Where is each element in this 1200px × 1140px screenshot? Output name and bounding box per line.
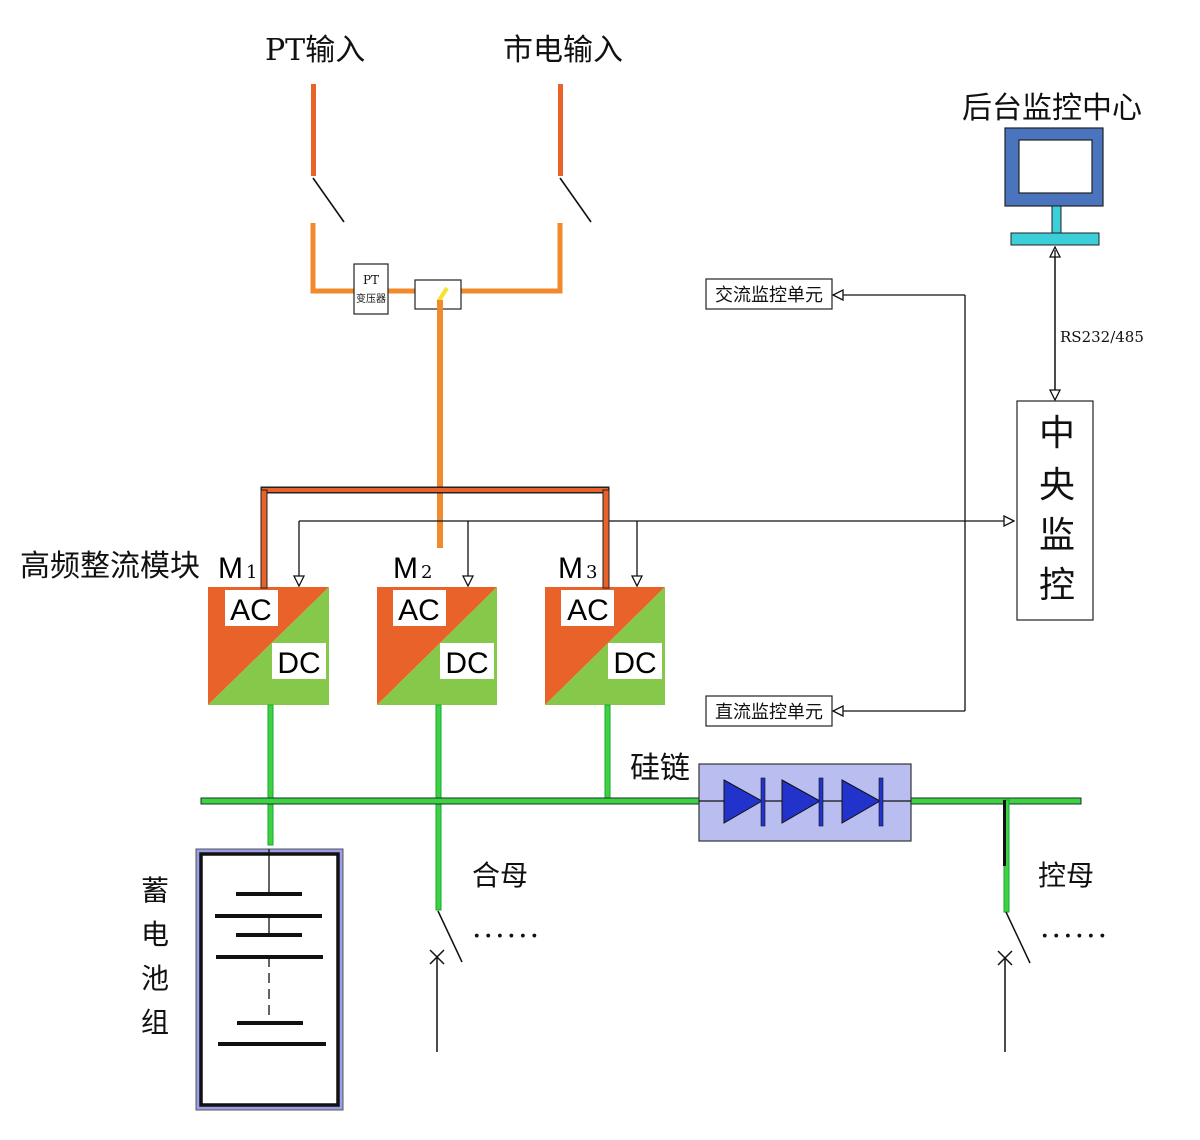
- silicon-chain[interactable]: [698, 763, 912, 842]
- rectifier-module-m1[interactable]: M 1 AC DC: [208, 552, 329, 705]
- pt-input-feeder: [311, 84, 316, 176]
- rectifier-group-label: 高频整流模块: [20, 549, 200, 584]
- rectifier-module-m3[interactable]: M 3 AC DC: [545, 552, 665, 705]
- module-dc-label: DC: [613, 647, 656, 680]
- pt-transformer: PT 变压器: [353, 263, 389, 315]
- pt-input-switch[interactable]: [312, 177, 345, 223]
- backend-center-label: 后台监控中心: [962, 91, 1142, 126]
- diode-icon: [781, 777, 824, 827]
- module-index: 2: [421, 562, 432, 583]
- control-bus-ellipsis: ······: [1040, 919, 1109, 954]
- closing-bus-ellipsis: ······: [472, 919, 541, 954]
- protocol-label: RS232/485: [1060, 328, 1144, 346]
- silicon-chain-label: 硅链: [630, 751, 690, 786]
- module-ac-label: AC: [230, 594, 272, 627]
- central-monitor-char-1: 中: [1039, 413, 1075, 454]
- diode-icon: [723, 777, 766, 827]
- battery-label: 蓄 电 池 组: [141, 874, 169, 1039]
- battery-cell-icon: [215, 892, 322, 935]
- ac-monitor-unit[interactable]: 交流监控单元: [705, 278, 833, 310]
- module-index: 3: [586, 562, 597, 583]
- battery-cell-icon: [218, 1021, 326, 1046]
- mains-input-switch[interactable]: [559, 177, 592, 223]
- ac-monitor-unit-label: 交流监控单元: [715, 285, 823, 306]
- battery-label-char-3: 池: [141, 962, 169, 995]
- mains-feed-line: [449, 223, 563, 294]
- closing-bus-bar: [200, 797, 700, 805]
- module-name: M: [558, 552, 583, 585]
- control-bus-breaker[interactable]: [997, 911, 1031, 1052]
- battery-label-char-4: 组: [141, 1006, 169, 1039]
- battery-label-char-1: 蓄: [141, 874, 169, 907]
- control-bus-label: 控母: [1038, 859, 1094, 892]
- ac-drops: [260, 489, 610, 589]
- mains-input-label: 市电输入: [503, 33, 623, 68]
- battery-label-char-2: 电: [141, 918, 169, 951]
- module-index: 1: [246, 562, 257, 583]
- ac-feed-down-line: [437, 300, 443, 548]
- diode-icon: [841, 777, 884, 827]
- mains-input-feeder: [558, 84, 563, 176]
- pt-feed-line: [310, 223, 355, 294]
- central-monitor[interactable]: 中 央 监 控: [1016, 400, 1094, 621]
- pt-transformer-label-2: 变压器: [356, 292, 386, 305]
- dc-monitor-unit[interactable]: 直流监控单元: [705, 695, 833, 727]
- module-dc-label: DC: [277, 647, 320, 680]
- control-bus-drop: [1003, 799, 1010, 913]
- closing-bus-label: 合母: [472, 859, 528, 892]
- ac-distribution-bar: [260, 486, 610, 589]
- monitor-signal-bus: [299, 521, 1014, 586]
- module-name: M: [218, 552, 243, 585]
- dc-monitor-unit-label: 直流监控单元: [715, 702, 823, 723]
- central-monitor-char-3: 监: [1039, 515, 1075, 556]
- module-name: M: [393, 552, 418, 585]
- rectifier-module-m2[interactable]: M 2 AC DC: [377, 552, 497, 705]
- monitor-unit-links: [833, 295, 966, 711]
- dc-output-lines: [267, 704, 611, 911]
- closing-bus-breaker[interactable]: [429, 910, 463, 1052]
- central-monitor-char-2: 央: [1039, 465, 1075, 506]
- module-ac-label: AC: [567, 594, 609, 627]
- battery-bank[interactable]: [195, 848, 344, 1111]
- module-dc-label: DC: [445, 647, 488, 680]
- central-monitor-char-4: 控: [1039, 565, 1075, 606]
- computer-monitor-icon[interactable]: [1004, 127, 1104, 246]
- pt-transformer-label-1: PT: [363, 273, 379, 287]
- control-bus-bar: [910, 797, 1082, 805]
- module-ac-label: AC: [398, 594, 440, 627]
- pt-input-label: PT输入: [265, 33, 365, 68]
